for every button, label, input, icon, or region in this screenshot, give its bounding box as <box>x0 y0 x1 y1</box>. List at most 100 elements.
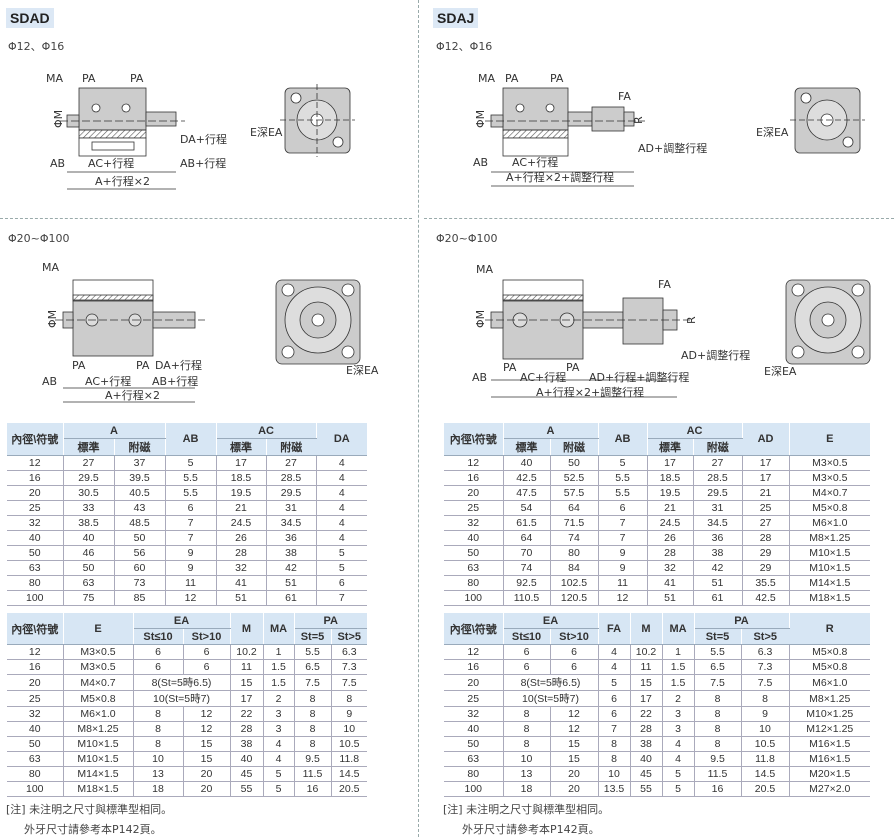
column-subheader: 附磁 <box>266 438 317 456</box>
table-cell: 36 <box>693 530 743 546</box>
table-cell: 5 <box>263 766 295 782</box>
table-cell: 11.5 <box>694 766 742 782</box>
table-cell: 61 <box>693 590 743 606</box>
table-cell: 11.8 <box>741 751 790 767</box>
table-cell: 29.5 <box>266 485 317 501</box>
label-da: DA+行程 <box>180 133 227 146</box>
table-cell: 3 <box>263 721 295 737</box>
table-cell: 2 <box>263 690 295 707</box>
table-cell: 5 <box>662 766 695 782</box>
table-cell: 12 <box>444 644 504 660</box>
table-cell: 19.5 <box>216 485 267 501</box>
table-cell: 17 <box>742 455 790 471</box>
table-cell: M3×0.5 <box>63 644 134 660</box>
sdad-large-front-view <box>275 279 361 365</box>
table-cell: 3 <box>263 706 295 722</box>
table-cell: 32 <box>7 515 64 531</box>
column-header: AC <box>647 423 743 439</box>
table-cell: 5.5 <box>165 470 217 486</box>
table-cell: 74 <box>550 530 599 546</box>
label-pa: PA <box>503 361 517 374</box>
table-cell: 51 <box>216 590 267 606</box>
table-cell: 31 <box>693 500 743 516</box>
table-cell: 10 <box>331 721 367 737</box>
sdaj-large-front-view <box>785 279 871 365</box>
table-cell: M6×1.0 <box>789 515 871 531</box>
table-cell: 32 <box>444 706 504 722</box>
table-cell: 7 <box>598 721 631 737</box>
table-cell: 9 <box>165 545 217 561</box>
table-cell: 6 <box>550 659 599 675</box>
table-cell: 29 <box>742 560 790 576</box>
table-cell: 8 <box>294 690 332 707</box>
column-header: EA <box>133 613 231 629</box>
label-ad-stroke: AD+行程+調整行程 <box>589 370 689 384</box>
column-subheader: 附磁 <box>693 438 743 456</box>
table-cell: 10.5 <box>741 736 790 752</box>
table-cell: 5 <box>598 674 631 691</box>
table-cell: 73 <box>114 575 166 591</box>
table-cell: 18 <box>133 781 184 797</box>
table-cell: 8 <box>598 736 631 752</box>
sdad-large-side-view <box>55 279 205 403</box>
table-cell: 45 <box>230 766 264 782</box>
table-cell: 55 <box>230 781 264 797</box>
table-cell: 63 <box>444 560 504 576</box>
table-cell: 29.5 <box>63 470 115 486</box>
table-cell: 6 <box>598 706 631 722</box>
table-cell: 43 <box>114 500 166 516</box>
label-fa: FA <box>658 278 671 291</box>
label-ac: AC+行程 <box>520 371 566 384</box>
table-cell: M18×1.5 <box>63 781 134 797</box>
table-cell: 57.5 <box>550 485 599 501</box>
sdad-small-front-view <box>280 84 355 157</box>
table-cell: 28 <box>742 530 790 546</box>
table-cell: 64 <box>503 530 551 546</box>
label-ad: AD+調整行程 <box>681 348 750 362</box>
table-cell: 92.5 <box>503 575 551 591</box>
table-cell: M5×0.8 <box>63 690 134 707</box>
table-cell: 15 <box>630 674 663 691</box>
table-cell: 20.5 <box>741 781 790 797</box>
label-a: A+行程×2+調整行程 <box>506 170 614 184</box>
table-cell: 9 <box>598 545 648 561</box>
table-cell: 25 <box>444 500 504 516</box>
table-cell: 40 <box>7 721 64 737</box>
table-cell: 22 <box>230 706 264 722</box>
table-cell: 50 <box>7 545 64 561</box>
table-cell: 38.5 <box>63 515 115 531</box>
table-cell: 17 <box>216 455 267 471</box>
table-cell: 11 <box>230 659 264 675</box>
table-cell: 28 <box>230 721 264 737</box>
table-cell: 8 <box>331 690 367 707</box>
table-cell: 15 <box>183 751 231 767</box>
model-title-sdad: SDAD <box>6 8 54 28</box>
table-cell: 12 <box>165 590 217 606</box>
table-cell: 52.5 <box>550 470 599 486</box>
table-cell: 33 <box>63 500 115 516</box>
table-cell: 35.5 <box>742 575 790 591</box>
column-header: R <box>789 613 870 645</box>
table-cell: 10.2 <box>630 644 663 660</box>
table-cell: 7.5 <box>331 674 367 691</box>
technical-drawings: MA PA PA ΦM DA+行程 E深EA AB AC+行程 AB+行程 A+… <box>42 72 871 403</box>
table-cell: 16 <box>294 781 332 797</box>
table-cell: 28 <box>647 545 694 561</box>
sdad-small-side-view <box>60 87 185 190</box>
table-cell: 9 <box>331 706 367 722</box>
table-cell: 20 <box>550 766 599 782</box>
table-cell: 21 <box>647 500 694 516</box>
column-header: A <box>63 423 166 439</box>
label-da: DA+行程 <box>155 359 202 372</box>
